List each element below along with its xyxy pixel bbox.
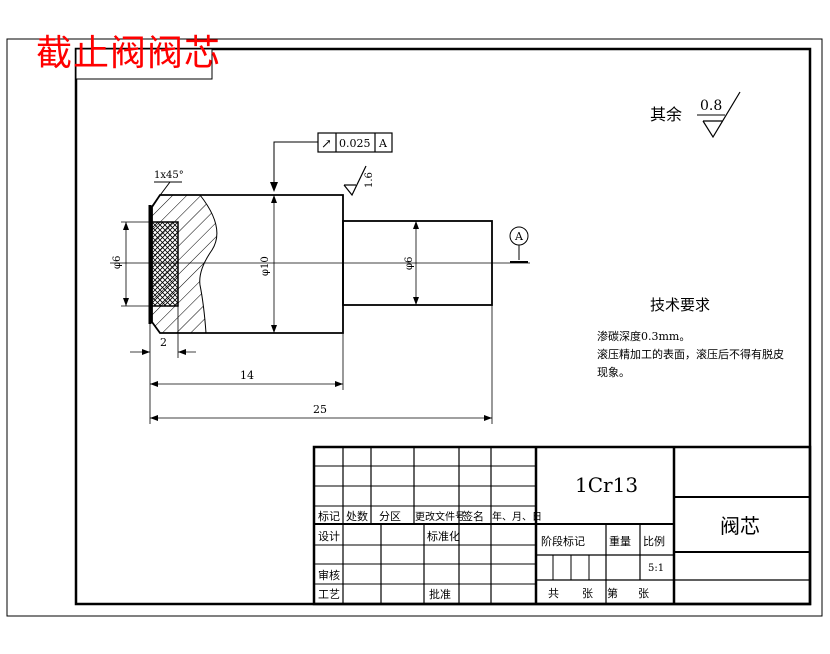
header-date: 年、月、日 [492,510,542,523]
datum-symbol: A [509,226,529,263]
label-scale: 比例 [643,534,665,548]
label-sheets-total: 共 [548,587,559,600]
tech-line-2: 滚压精加工的表面，滚压后不得有脱皮 [597,347,784,361]
part-name: 阀芯 [720,514,760,538]
label-sheet-unit-1: 张 [582,587,593,600]
dim-diameter-right-label: φ6 [404,257,415,270]
dim-diameter-main: φ10 [260,195,277,333]
label-standardize: 标准化 [427,529,460,543]
dim-length-mid-label: 14 [240,369,254,382]
outer-border [6,38,823,617]
label-sheet-unit-2: 张 [638,587,649,600]
scale-value: 5:1 [648,563,664,574]
label-weight: 重量 [609,534,631,548]
dim-length-small: 2 [130,306,196,424]
datum-letter: A [514,230,524,243]
runout-icon: ↗ [321,137,332,152]
chamfer-label: 1x45° [154,170,184,181]
label-review: 审核 [318,568,340,582]
tech-line-3: 现象。 [597,366,630,379]
surface-other-value: 0.8 [700,98,722,114]
dim-diameter-left: φ6 [112,221,150,307]
tolerance-value: 0.025 [339,137,371,150]
dim-diameter-right: φ6 [404,221,419,305]
tolerance-datum: A [378,137,388,150]
label-sheet-nth: 第 [607,586,618,600]
label-stage-mark: 阶段标记 [541,534,585,548]
tolerance-frame: ↗ 0.025 A [270,132,393,192]
dim-length-small-label: 2 [160,336,167,349]
header-zone: 分区 [379,510,401,523]
dim-length-total: 25 [150,305,493,424]
dim-diameter-left-label: φ6 [112,256,123,269]
face-roughness-icon: 1.6 [343,165,375,197]
header-count: 处数 [346,510,368,523]
roughness-symbol-icon [697,91,741,139]
header-change-doc: 更改文件号 [415,510,465,523]
face-roughness-value: 1.6 [364,172,375,188]
dim-diameter-main-label: φ10 [260,256,271,276]
label-approve: 批准 [429,587,451,601]
label-process: 工艺 [318,588,340,601]
overlay-title: 截止阀阀芯 [36,33,222,74]
part-view [110,194,530,334]
header-mark: 标记 [318,509,340,523]
material: 1Cr13 [575,473,638,497]
title-block-text: 标记 处数 分区 更改文件号 签名 年、月、日 设计 标准化 审核 工艺 批准 … [318,473,760,601]
surface-other-label: 其余 [650,105,682,124]
tech-title: 技术要求 [650,296,710,314]
dim-length-mid: 14 [150,333,344,390]
label-design: 设计 [318,530,340,543]
tech-line-1: 渗碳深度0.3mm。 [597,329,690,343]
header-sign: 签名 [462,509,484,523]
dim-length-total-label: 25 [313,403,327,416]
title-tag-box [75,48,213,80]
title-block [312,445,812,606]
